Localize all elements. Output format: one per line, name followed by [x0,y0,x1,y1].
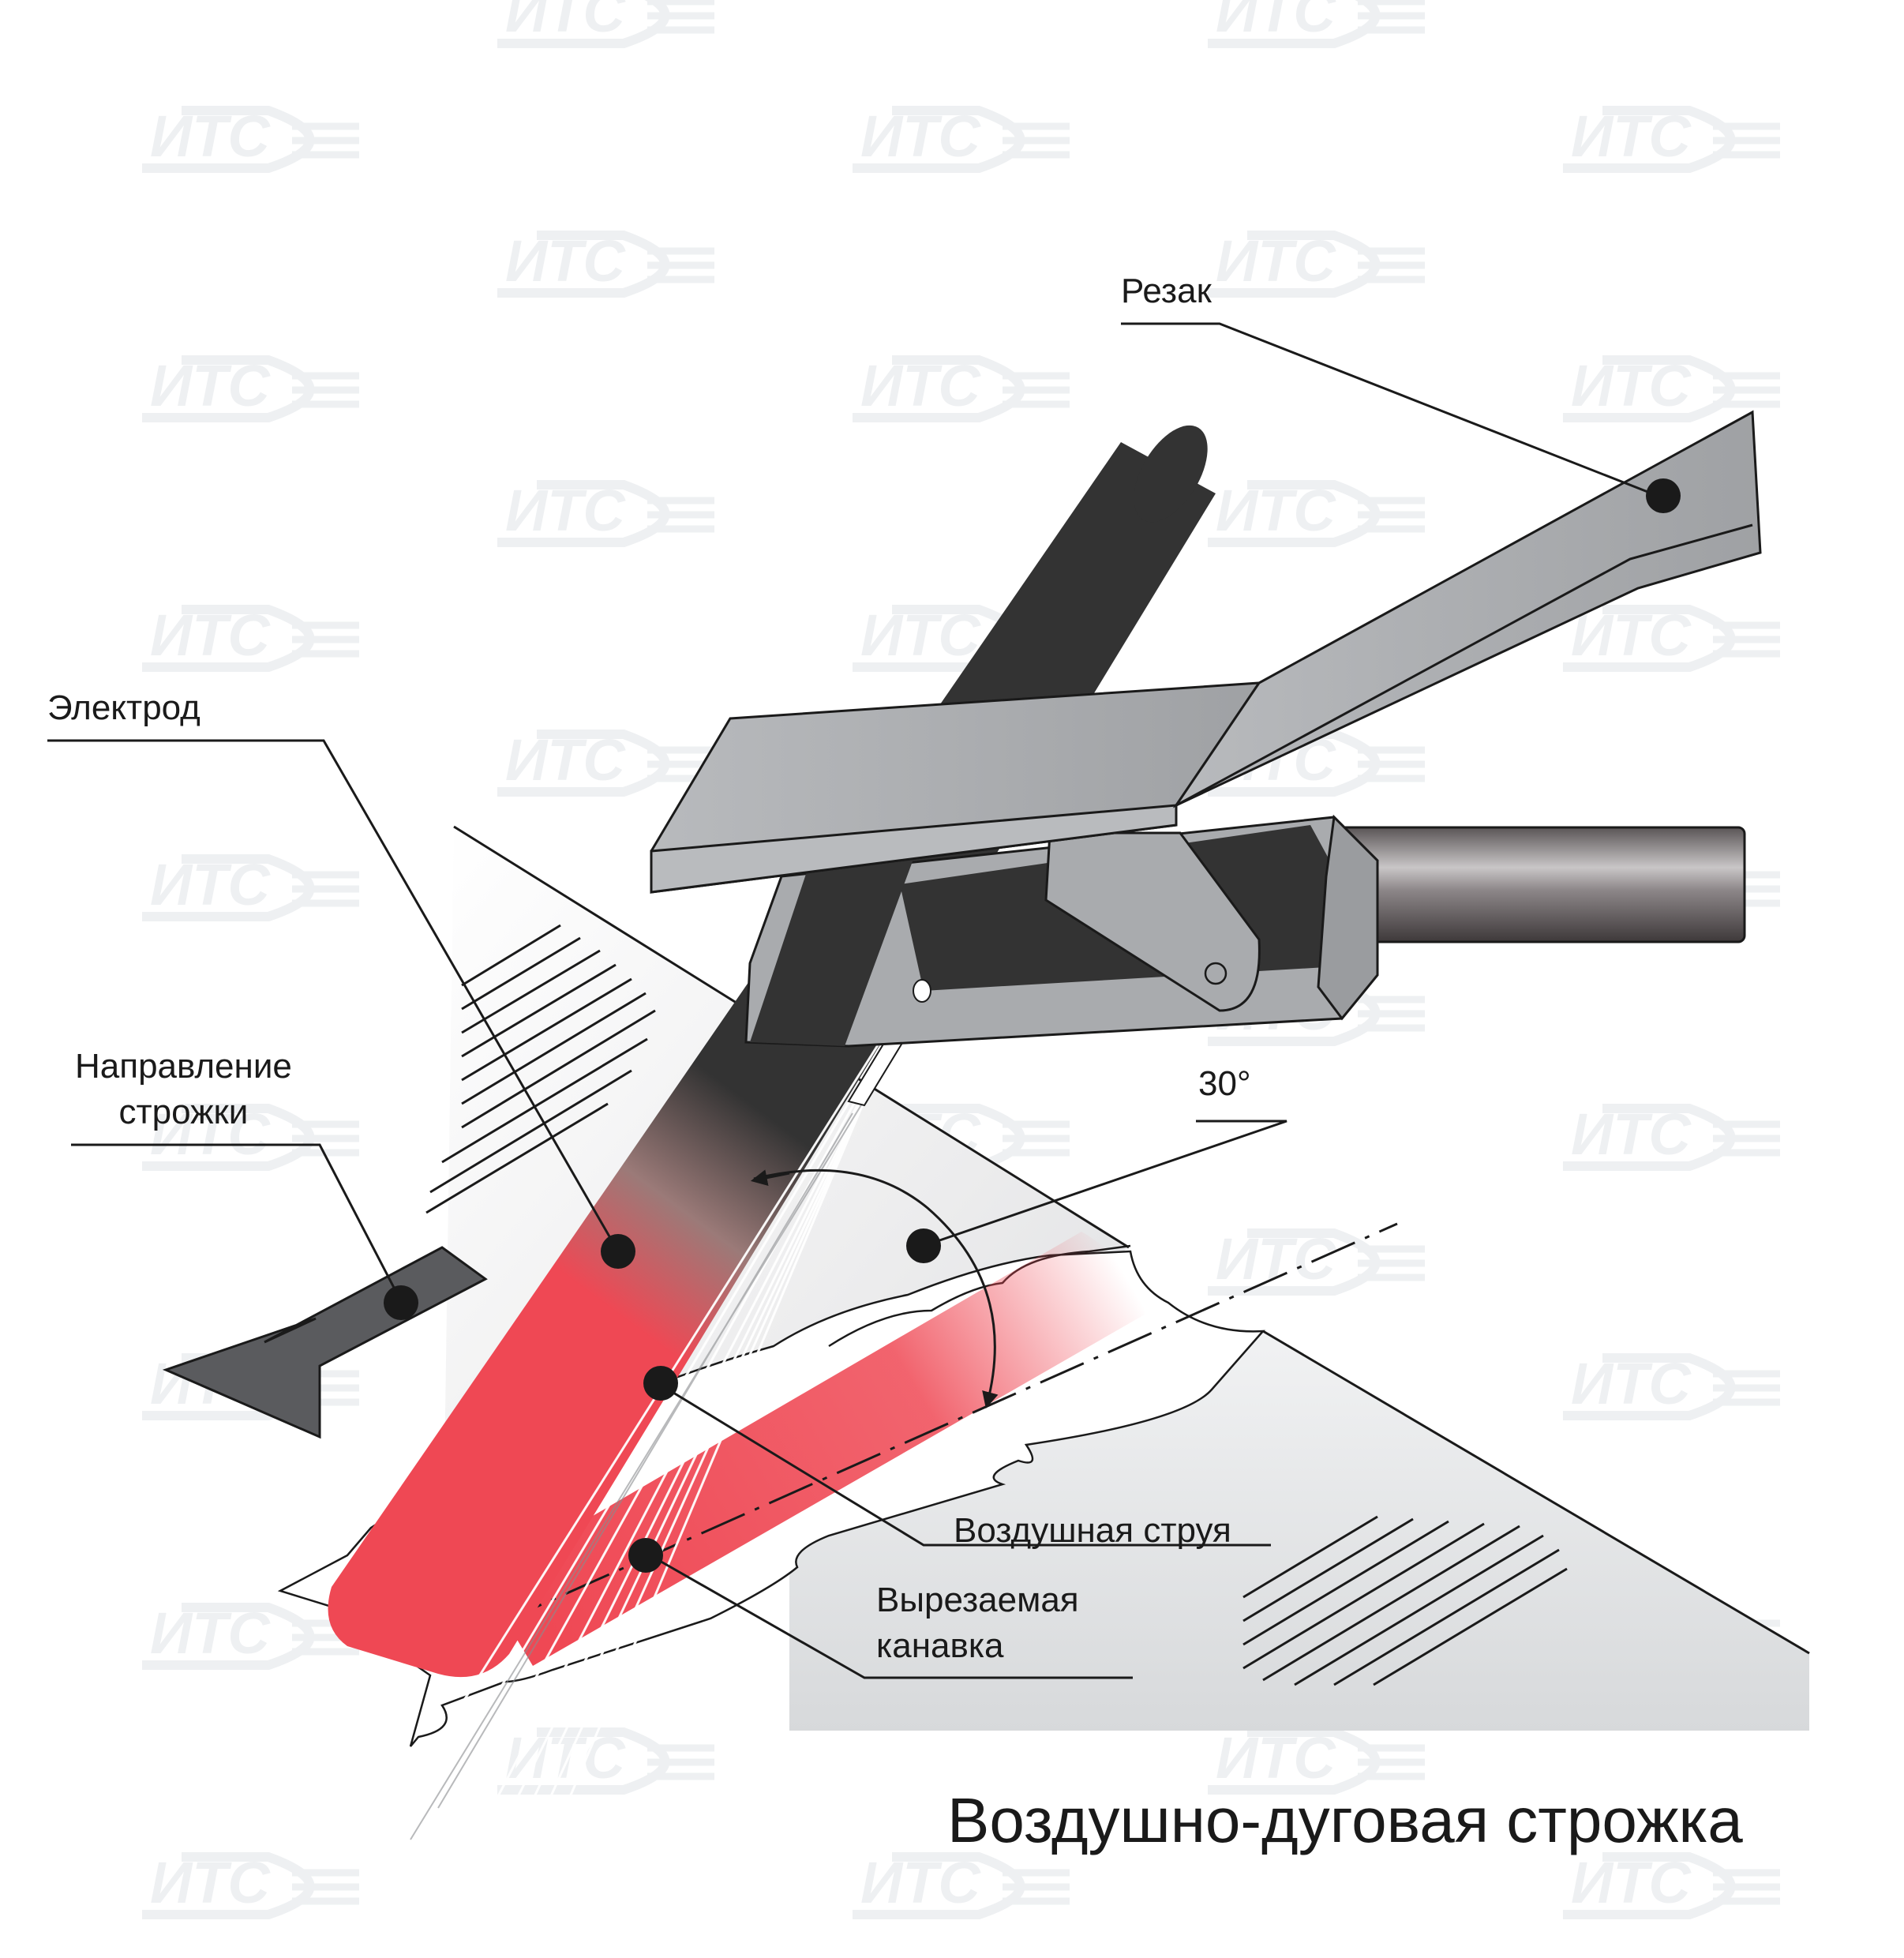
marker-cutter [1646,478,1681,513]
angle-arc-start-arrow [750,1169,790,1187]
watermark-logo: ИТС [1208,0,1425,48]
leader-direction [71,1143,404,1305]
watermark-logo: ИТС [853,353,1070,422]
watermark-logo: ИТС [1208,228,1425,298]
watermark-logo: ИТС [853,103,1070,173]
watermark-logo: ИТС [1563,353,1780,422]
label-air-jet: Воздушная струя [954,1511,1231,1550]
label-direction-line1: Направление [75,1047,292,1086]
leader-lines [47,322,1659,1679]
watermark-logo: ИТС [1208,478,1425,547]
clamp-lever [1044,831,1261,1012]
label-direction-line2: строжки [118,1093,249,1132]
marker-direction [384,1285,418,1320]
watermark-logo: ИТС [1208,1725,1425,1795]
air-jet-grey-lines [410,1093,869,1840]
cutter-handle-edge [1175,523,1753,807]
watermark-logo: ИТС [142,602,359,672]
watermark-logo: ИТС [497,228,714,298]
nozzle-hole [913,979,931,1003]
watermark-logo: ИТС [1563,1850,1780,1919]
label-angle: 30° [1198,1064,1251,1103]
hatching-right [1242,1515,1568,1686]
marker-air-jet [643,1366,678,1401]
lever-pivot [1204,962,1227,985]
watermark-logo: ИТС [1563,1351,1780,1420]
watermark-logo: ИТС [142,353,359,422]
leader-angle [923,1120,1287,1247]
electrode-top-end [1134,425,1208,523]
groove-axis [429,1222,1398,1656]
air-hose [1332,826,1746,943]
hatching-left [425,924,656,1214]
marker-angle [906,1228,941,1263]
leader-cutter [1121,322,1659,497]
cutter-handle [1172,410,1762,808]
watermark-logo: ИТС [497,0,714,48]
angle-arc [753,1168,999,1409]
label-cutter: Резак [1121,272,1212,310]
watermark-logo: ИТС [497,727,714,797]
holder-jaw-front [650,804,1178,894]
watermark-logo: ИТС [1563,602,1780,672]
label-groove: Вырезаемая канавка [876,1577,1079,1669]
watermark-logo: ИТС [1563,103,1780,173]
watermark-logo: ИТС [497,478,714,547]
label-groove-line2: канавка [876,1626,1004,1666]
holder-side [1317,814,1379,1021]
watermark-logo: ИТС [1563,1101,1780,1171]
label-electrode: Электрод [47,688,201,727]
diagram-title: Воздушно-дуговая строжка [947,1785,1743,1855]
electrode-through-holder [750,853,916,1046]
watermark-logo: ИТС [142,103,359,173]
label-groove-line1: Вырезаемая [876,1581,1079,1619]
air-jet-streams [369,978,921,1951]
marker-groove [628,1538,663,1573]
leader-electrode [47,739,617,1248]
watermark-logo: ИТС [142,1600,359,1670]
leader-groove [647,1552,1133,1679]
label-direction: Направление строжки [75,1044,292,1135]
plate-edge [1262,1330,1810,1655]
markers [384,478,1681,1573]
watermark-logo: ИТС [142,852,359,921]
watermark-logo: ИТС [853,1850,1070,1919]
svg-text:ИТС: ИТС [1216,0,1336,44]
svg-text:ИТС: ИТС [505,0,626,44]
watermark-logo: ИТС [497,1725,714,1795]
marker-electrode [601,1234,635,1269]
leader-air-jet [658,1382,1271,1547]
watermark-logo: ИТС [142,1101,359,1171]
watermark-logo: ИТС [142,1850,359,1919]
